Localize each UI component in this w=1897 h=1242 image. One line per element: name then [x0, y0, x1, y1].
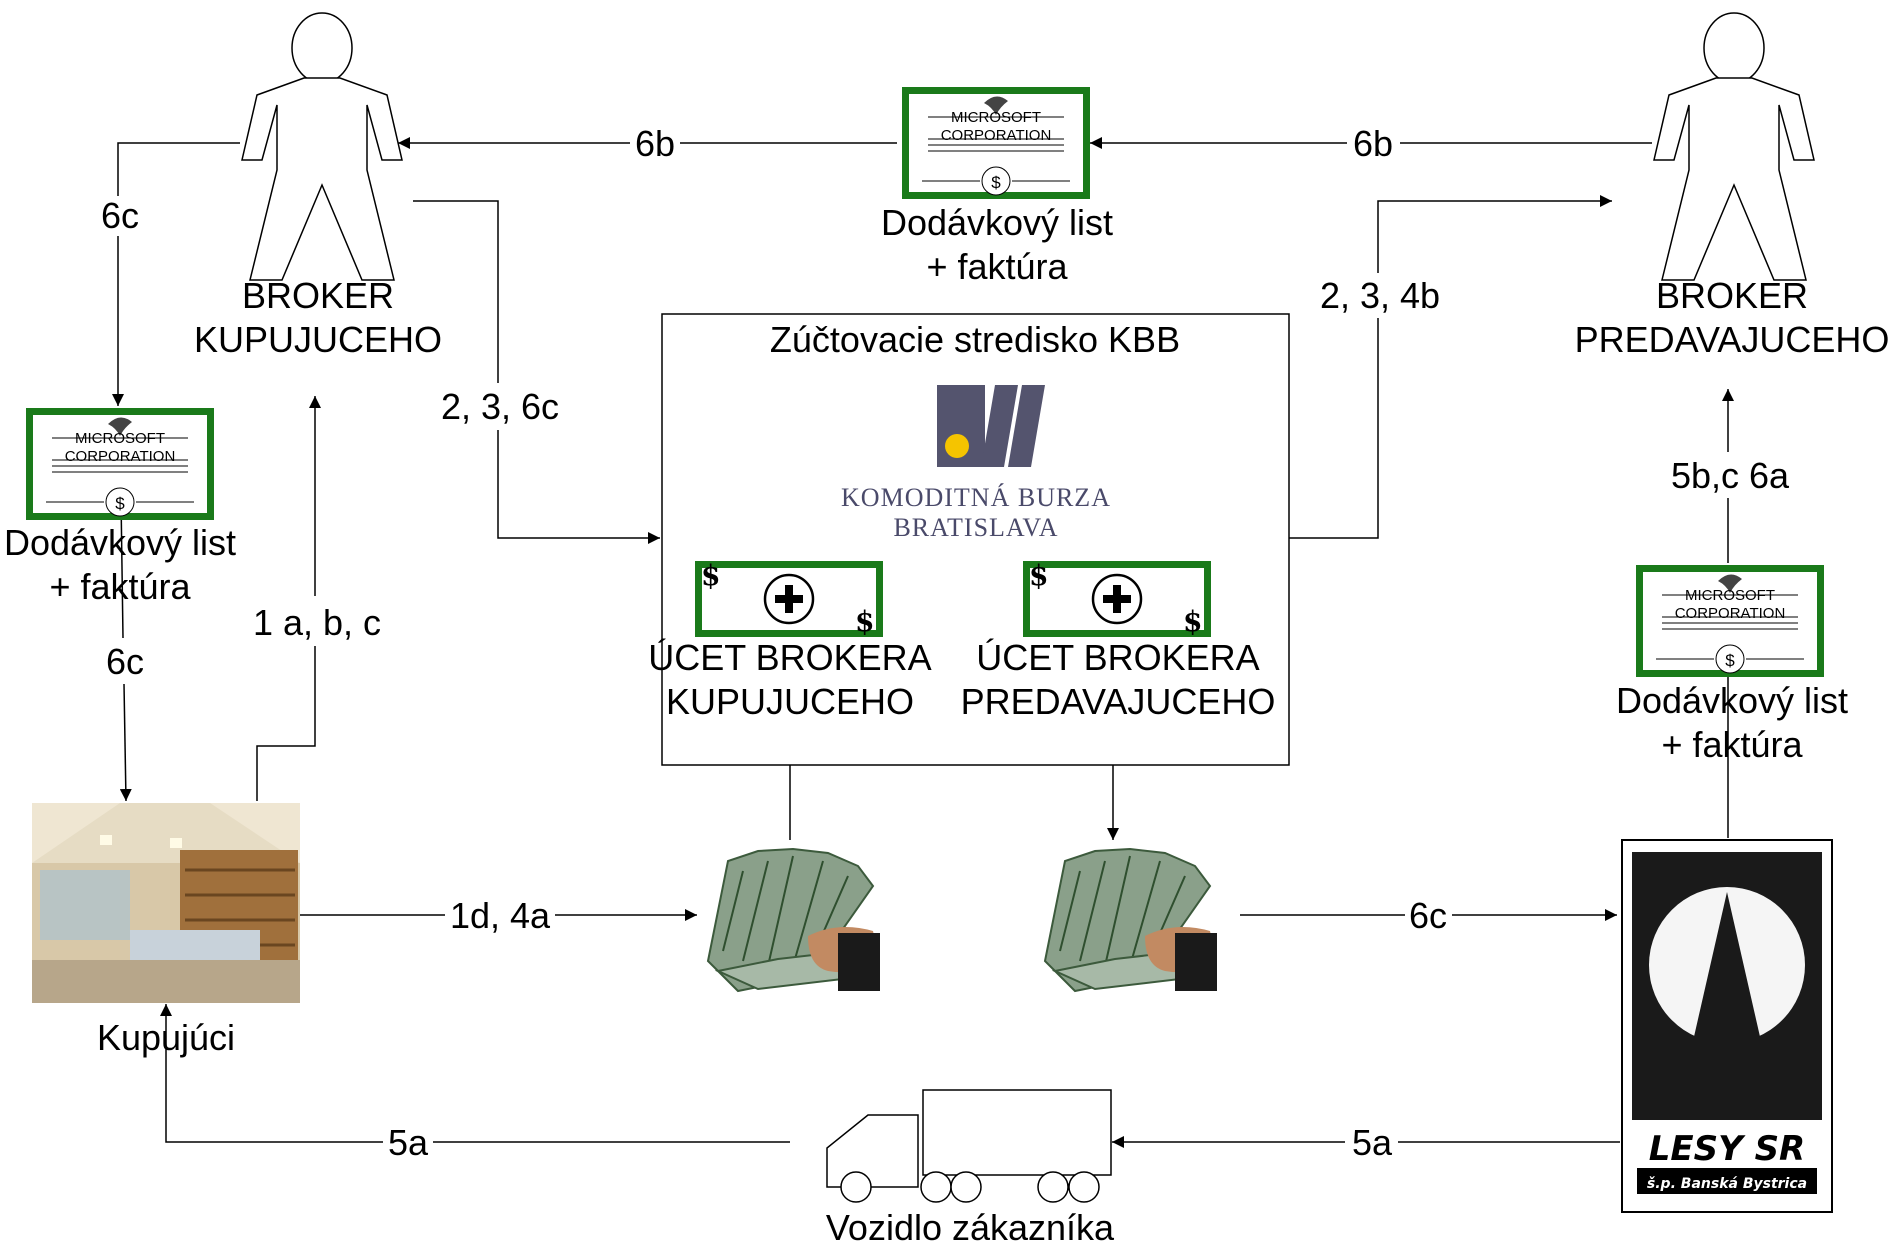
- edge-234b-seg1: [1288, 318, 1379, 539]
- lesy-logo-subtitle: š.p. Banská Bystrica: [1647, 1176, 1807, 1192]
- edge-1abc-seg1: [256, 646, 316, 801]
- edge-label-6c-mid: 6c: [106, 641, 144, 682]
- edge-label-5a-right: 5a: [1352, 1122, 1393, 1163]
- certificate-left-line2: CORPORATION: [65, 448, 176, 465]
- certificate-left-line1: MICROSOFT: [75, 430, 165, 447]
- edge-label-1d4a: 1d, 4a: [450, 895, 551, 936]
- edge-236c-seg2: [497, 430, 660, 544]
- kbb-logo-slash-1: [981, 385, 1018, 467]
- account-buyer-label-line1: ÚCET BROKERA: [648, 637, 931, 678]
- broker-buyer-label-line2: KUPUJUCEHO: [194, 319, 442, 360]
- edge-236c-seg1: [413, 200, 499, 383]
- edge-label-236c: 2, 3, 6c: [441, 386, 559, 427]
- certificate-right: MICROSOFT CORPORATION: [1635, 564, 1825, 678]
- account-buyer-bill: [693, 557, 885, 640]
- document-left-line2: + faktúra: [49, 566, 191, 607]
- account-seller-label-line2: PREDAVAJUCEHO: [961, 681, 1276, 722]
- broker-buyer-figure: [241, 12, 403, 281]
- kbb-logo: KOMODITNÁ BURZA BRATISLAVA: [841, 385, 1111, 542]
- certificate-right-line1: MICROSOFT: [1685, 587, 1775, 604]
- cash-image-right: [1034, 840, 1218, 992]
- clearing-house-box: [661, 313, 1290, 766]
- clearing-house-title: Zúčtovacie stredisko KBB: [770, 319, 1180, 360]
- lesy-logo-title: LESY SR: [1649, 1129, 1806, 1169]
- broker-seller-figure: [1653, 12, 1815, 281]
- certificate-top-line1: MICROSOFT: [951, 109, 1041, 126]
- cash-image-left: [697, 840, 881, 992]
- kbb-logo-line1: KOMODITNÁ BURZA: [841, 483, 1111, 512]
- certificate-top-line2: CORPORATION: [941, 127, 1052, 144]
- document-top-line2: + faktúra: [926, 246, 1068, 287]
- broker-buyer-label-line1: BROKER: [242, 275, 394, 316]
- document-top-line1: Dodávkový list: [881, 202, 1113, 243]
- edge-5a-left-seg2: [160, 1004, 383, 1143]
- buyer-label: Kupujúci: [97, 1017, 235, 1058]
- document-right-line2: + faktúra: [1661, 724, 1803, 765]
- edge-6c-top-seg1: [117, 142, 240, 196]
- account-seller-bill: [1021, 557, 1213, 640]
- edge-label-6c-money: 6c: [1409, 895, 1447, 936]
- certificate-right-line2: CORPORATION: [1675, 605, 1786, 622]
- kbb-logo-slash-2: [1008, 385, 1045, 467]
- edge-label-5a-left: 5a: [388, 1122, 429, 1163]
- document-left-line1: Dodávkový list: [4, 522, 236, 563]
- document-right-line1: Dodávkový list: [1616, 680, 1848, 721]
- kbb-logo-line2: BRATISLAVA: [893, 513, 1058, 542]
- edge-6c-mid-seg2: [119, 683, 132, 802]
- account-seller-label-line1: ÚCET BROKERA: [976, 637, 1259, 678]
- edge-6c-mid-seg1: [120, 497, 124, 639]
- account-buyer-label-line2: KUPUJUCEHO: [666, 681, 914, 722]
- edge-label-6c-top: 6c: [101, 195, 139, 236]
- broker-seller-label-line1: BROKER: [1656, 275, 1808, 316]
- edge-label-1abc: 1 a, b, c: [253, 602, 381, 643]
- broker-seller-label-line2: PREDAVAJUCEHO: [1575, 319, 1890, 360]
- edge-label-6b-right: 6b: [1353, 123, 1393, 164]
- vehicle-label: Vozidlo zákazníka: [826, 1207, 1115, 1242]
- edge-label-6b-left: 6b: [635, 123, 675, 164]
- edge-234b-seg2: [1377, 195, 1612, 273]
- edge-label-234b: 2, 3, 4b: [1320, 275, 1440, 316]
- certificate-top: MICROSOFT CORPORATION: [901, 86, 1091, 200]
- lesy-sr-logo: LESY SR š.p. Banská Bystrica: [1621, 839, 1833, 1213]
- kbb-logo-dot: [945, 434, 969, 458]
- truck-icon: [826, 1089, 1112, 1203]
- edge-label-5bc6a: 5b,c 6a: [1671, 455, 1790, 496]
- buyer-photo: [32, 803, 300, 1003]
- certificate-left: MICROSOFT CORPORATION: [25, 407, 215, 521]
